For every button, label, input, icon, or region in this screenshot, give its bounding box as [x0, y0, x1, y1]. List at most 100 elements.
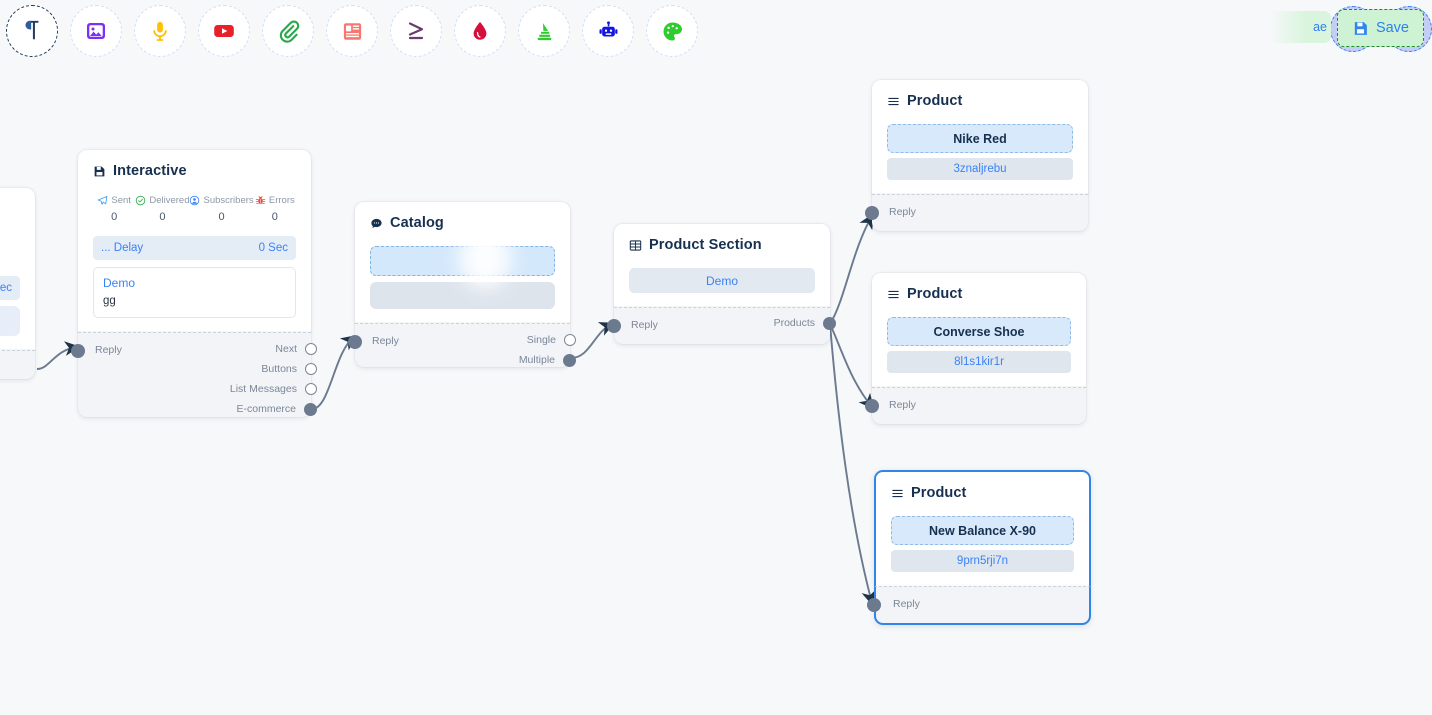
interactive-out-ports[interactable]: Next Buttons List Messages E-commerce: [230, 339, 317, 419]
product-3-in-port-dot[interactable]: [867, 598, 881, 612]
list-tool-button[interactable]: [518, 5, 570, 57]
product-3-title-text: Product: [911, 485, 967, 501]
out-port-single[interactable]: Single: [519, 330, 576, 350]
product-3-id-text: 9prn5rji7n: [956, 555, 1009, 567]
palette-tool-button[interactable]: [646, 5, 698, 57]
text-tool-button[interactable]: [6, 5, 58, 57]
palette-icon: [662, 21, 682, 41]
product-3-id[interactable]: 9prn5rji7n: [891, 550, 1074, 572]
product-section-chip[interactable]: Demo: [629, 268, 815, 293]
stat-subscribers-label: Subscribers: [203, 195, 254, 206]
out-port-multiple[interactable]: Multiple: [519, 350, 576, 370]
check-circle-icon: [136, 195, 146, 206]
interactive-stats: Sent 0 Delivered 0: [93, 195, 296, 223]
product-node-2[interactable]: Product Converse Shoe 8l1s1kir1r Reply: [865, 273, 1086, 424]
out-port-list-messages[interactable]: List Messages: [230, 379, 317, 399]
partial-delay-row[interactable]: Sec: [0, 276, 20, 300]
out-port-multiple-dot[interactable]: [563, 353, 576, 367]
partial-delay-value: Sec: [0, 282, 12, 294]
bot-tool-button[interactable]: [582, 5, 634, 57]
image-icon: [87, 23, 105, 39]
product-1-name[interactable]: Nike Red: [887, 124, 1073, 153]
interactive-message-box[interactable]: Demo gg: [93, 267, 296, 318]
product-2-in-port-dot[interactable]: [865, 399, 879, 413]
product-section-title-text: Product Section: [649, 237, 762, 253]
product-2-name[interactable]: Converse Shoe: [887, 317, 1071, 346]
partial-left-node[interactable]: Errors 0 Sec essage: [0, 188, 101, 379]
message-title: Demo: [103, 276, 136, 290]
product-node-3[interactable]: Product New Balance X-90 9prn5rji7n Repl…: [867, 470, 1091, 625]
product-3-in-port[interactable]: Reply: [891, 594, 1074, 614]
catalog-in-port[interactable]: Reply: [370, 331, 555, 351]
product-1-in-port-dot[interactable]: [865, 206, 879, 220]
product-section-in-port-dot[interactable]: [607, 319, 621, 333]
partial-placeholder-bar: [0, 306, 20, 336]
partial-out-port[interactable]: essage: [0, 358, 20, 370]
partial-node-card: Errors 0 Sec: [0, 188, 35, 350]
catalog-placeholder-secondary[interactable]: [370, 282, 555, 309]
interactive-delay-row[interactable]: ... Delay 0 Sec: [93, 236, 296, 260]
partial-hidden-chip: ae: [1269, 11, 1331, 43]
product-2-card: Product Converse Shoe 8l1s1kir1r: [872, 273, 1086, 387]
product-2-id[interactable]: 8l1s1kir1r: [887, 351, 1071, 373]
product-section-node[interactable]: Product Section Demo Reply Products: [607, 224, 836, 344]
stat-errors-label: Errors: [268, 195, 295, 206]
product-section-title: Product Section: [629, 237, 815, 253]
condition-tool-button[interactable]: [390, 5, 442, 57]
audio-tool-button[interactable]: [134, 5, 186, 57]
out-port-buttons-label: Buttons: [261, 363, 297, 375]
save-button[interactable]: Save: [1336, 9, 1424, 47]
block-toolbar[interactable]: [0, 0, 716, 62]
template-tool-button[interactable]: [326, 5, 378, 57]
out-port-products[interactable]: Products: [774, 313, 836, 333]
catalog-title-text: Catalog: [390, 215, 444, 231]
product-3-name[interactable]: New Balance X-90: [891, 516, 1074, 545]
out-port-list-messages-dot[interactable]: [305, 383, 317, 395]
interactive-node-card: Interactive Sent 0: [78, 150, 311, 332]
out-port-list-messages-label: List Messages: [229, 383, 297, 395]
catalog-node[interactable]: Catalog Reply Single Multiple: [348, 202, 576, 367]
image-tool-button[interactable]: [70, 5, 122, 57]
attachment-tool-button[interactable]: [262, 5, 314, 57]
product-section-in-port[interactable]: Reply: [629, 315, 815, 335]
out-port-buttons[interactable]: Buttons: [230, 359, 317, 379]
product-1-title: Product: [887, 93, 1073, 109]
product-2-in-port[interactable]: Reply: [887, 395, 1071, 415]
interactive-in-port[interactable]: Reply: [93, 340, 296, 360]
product-1-in-port[interactable]: Reply: [887, 202, 1073, 222]
product-section-card: Product Section Demo: [614, 224, 830, 307]
grid-table-icon: [629, 239, 642, 252]
out-port-ecommerce[interactable]: E-commerce: [230, 399, 317, 419]
out-port-next-dot[interactable]: [305, 343, 317, 355]
stat-sent: Sent 0: [93, 195, 135, 223]
product-section-chip-label: Demo: [705, 273, 738, 288]
hamburger-list-icon: [891, 487, 904, 500]
youtube-video-icon: [214, 25, 234, 37]
stat-errors-value: 0: [0, 251, 20, 263]
product-section-out-ports[interactable]: Products: [774, 313, 836, 333]
drop-tool-button[interactable]: [454, 5, 506, 57]
delay-value: 0 Sec: [258, 242, 288, 254]
out-port-single-label: Single: [526, 334, 556, 346]
out-port-ecommerce-dot[interactable]: [304, 402, 317, 416]
video-tool-button[interactable]: [198, 5, 250, 57]
out-port-products-dot[interactable]: [823, 316, 836, 330]
catalog-out-ports[interactable]: Single Multiple: [519, 330, 576, 370]
product-1-id[interactable]: 3znaljrebu: [887, 158, 1073, 180]
interactive-node[interactable]: Interactive Sent 0: [71, 150, 317, 417]
out-port-next[interactable]: Next: [230, 339, 317, 359]
interactive-in-port-dot[interactable]: [71, 344, 85, 358]
product-section-in-port-label: Reply: [631, 319, 658, 331]
product-node-1[interactable]: Product Nike Red 3znaljrebu Reply: [865, 80, 1088, 231]
out-port-buttons-dot[interactable]: [305, 363, 317, 375]
out-port-multiple-label: Multiple: [518, 354, 555, 366]
stat-errors: Errors 0: [0, 235, 20, 263]
out-port-single-dot[interactable]: [564, 334, 576, 346]
list-stack-icon: [537, 22, 551, 40]
catalog-placeholder-primary[interactable]: [370, 246, 555, 276]
user-circle-icon: [190, 195, 200, 206]
catalog-in-port-dot[interactable]: [348, 335, 362, 349]
catalog-node-title: Catalog: [370, 215, 555, 231]
stat-subscribers: Subscribers 0: [189, 195, 254, 223]
